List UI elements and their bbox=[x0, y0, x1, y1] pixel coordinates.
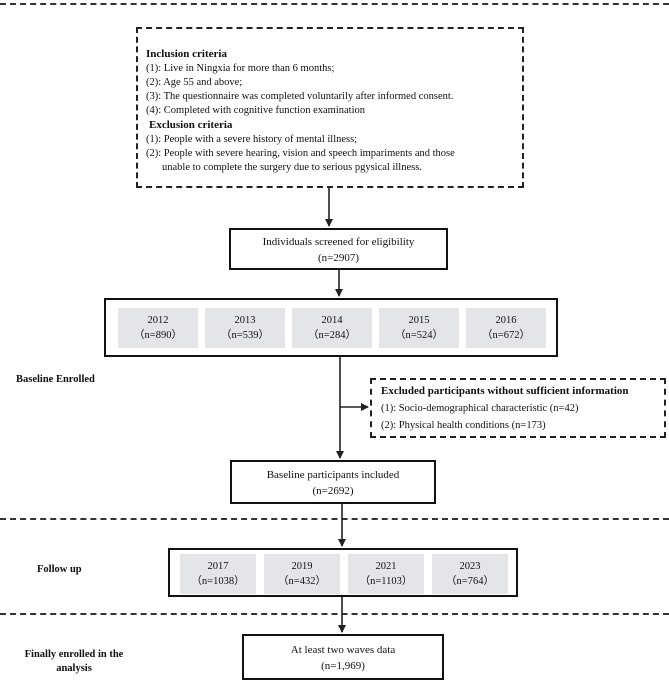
final-count: (n=1,969) bbox=[321, 660, 365, 672]
excluded-item: (1): Socio-demographical characteristic … bbox=[381, 403, 579, 414]
year-cell-2017: 2017 （n=1038） bbox=[180, 554, 256, 594]
year-count: （n=672） bbox=[482, 330, 530, 341]
stage-final-line2: analysis bbox=[56, 663, 92, 674]
year-cell-2013: 2013 （n=539） bbox=[205, 308, 285, 348]
baseline-included-count: (n=2692) bbox=[312, 485, 354, 497]
year-cell-2016: 2016 （n=672） bbox=[466, 308, 546, 348]
stage-baseline-label: Baseline Enrolled bbox=[16, 374, 95, 385]
final-box: At least two waves data (n=1,969) bbox=[242, 634, 444, 680]
year-label: 2023 bbox=[459, 561, 481, 572]
year-label: 2019 bbox=[291, 561, 313, 572]
year-count: （n=524） bbox=[395, 330, 443, 341]
year-label: 2016 bbox=[495, 315, 517, 326]
exclusion-item: unable to complete the surgery due to se… bbox=[162, 162, 422, 173]
year-count: （n=890） bbox=[134, 330, 182, 341]
year-count: （n=539） bbox=[221, 330, 269, 341]
baseline-included-label: Baseline participants included bbox=[266, 469, 400, 481]
year-label: 2014 bbox=[321, 315, 343, 326]
inclusion-title: Inclusion criteria bbox=[146, 48, 227, 60]
year-count: （n=1103） bbox=[359, 576, 413, 587]
year-cell-2019: 2019 （n=432） bbox=[264, 554, 340, 594]
year-label: 2015 bbox=[408, 315, 430, 326]
year-label: 2021 bbox=[375, 561, 397, 572]
stage-followup-label: Follow up bbox=[37, 564, 82, 575]
inclusion-item: (1): Live in Ningxia for more than 6 mon… bbox=[146, 63, 335, 74]
followup-years-box: 2017 （n=1038） 2019 （n=432） 2021 （n=1103）… bbox=[168, 548, 518, 597]
criteria-box: Inclusion criteria (1): Live in Ningxia … bbox=[136, 27, 524, 188]
year-label: 2017 bbox=[207, 561, 229, 572]
baseline-years-box: 2012 （n=890） 2013 （n=539） 2014 （n=284） 2… bbox=[104, 298, 558, 357]
year-label: 2012 bbox=[147, 315, 169, 326]
year-cell-2023: 2023 （n=764） bbox=[432, 554, 508, 594]
screened-count: (n=2907) bbox=[317, 252, 360, 264]
excluded-item: (2): Physical health conditions (n=173) bbox=[381, 420, 546, 431]
exclusion-item: (1): People with a severe history of men… bbox=[146, 134, 358, 145]
top-dashed-divider bbox=[0, 3, 669, 5]
year-cell-2012: 2012 （n=890） bbox=[118, 308, 198, 348]
baseline-included-box: Baseline participants included (n=2692) bbox=[230, 460, 436, 504]
excluded-box: Excluded participants without sufficient… bbox=[370, 378, 666, 438]
inclusion-item: (4): Completed with cognitive function e… bbox=[146, 105, 365, 116]
year-cell-2014: 2014 （n=284） bbox=[292, 308, 372, 348]
stage-final-label: Finally enrolled in the analysis bbox=[18, 648, 130, 676]
screened-box: Individuals screened for eligibility (n=… bbox=[229, 228, 448, 270]
final-dashed-divider bbox=[0, 613, 669, 615]
stage-final-line1: Finally enrolled in the bbox=[24, 649, 124, 660]
inclusion-item: (2): Age 55 and above; bbox=[146, 77, 243, 88]
exclusion-title: Exclusion criteria bbox=[149, 119, 233, 131]
year-count: （n=764） bbox=[446, 576, 494, 587]
final-label: At least two waves data bbox=[290, 644, 396, 656]
year-cell-2021: 2021 （n=1103） bbox=[348, 554, 424, 594]
excluded-title: Excluded participants without sufficient… bbox=[381, 385, 629, 397]
year-count: （n=284） bbox=[308, 330, 356, 341]
exclusion-item: (2): People with severe hearing, vision … bbox=[146, 148, 455, 159]
inclusion-item: (3): The questionnaire was completed vol… bbox=[146, 91, 454, 102]
followup-dashed-divider bbox=[0, 518, 669, 520]
year-count: （n=1038） bbox=[191, 576, 245, 587]
screened-label: Individuals screened for eligibility bbox=[262, 236, 415, 248]
year-count: （n=432） bbox=[278, 576, 326, 587]
year-label: 2013 bbox=[234, 315, 256, 326]
year-cell-2015: 2015 （n=524） bbox=[379, 308, 459, 348]
